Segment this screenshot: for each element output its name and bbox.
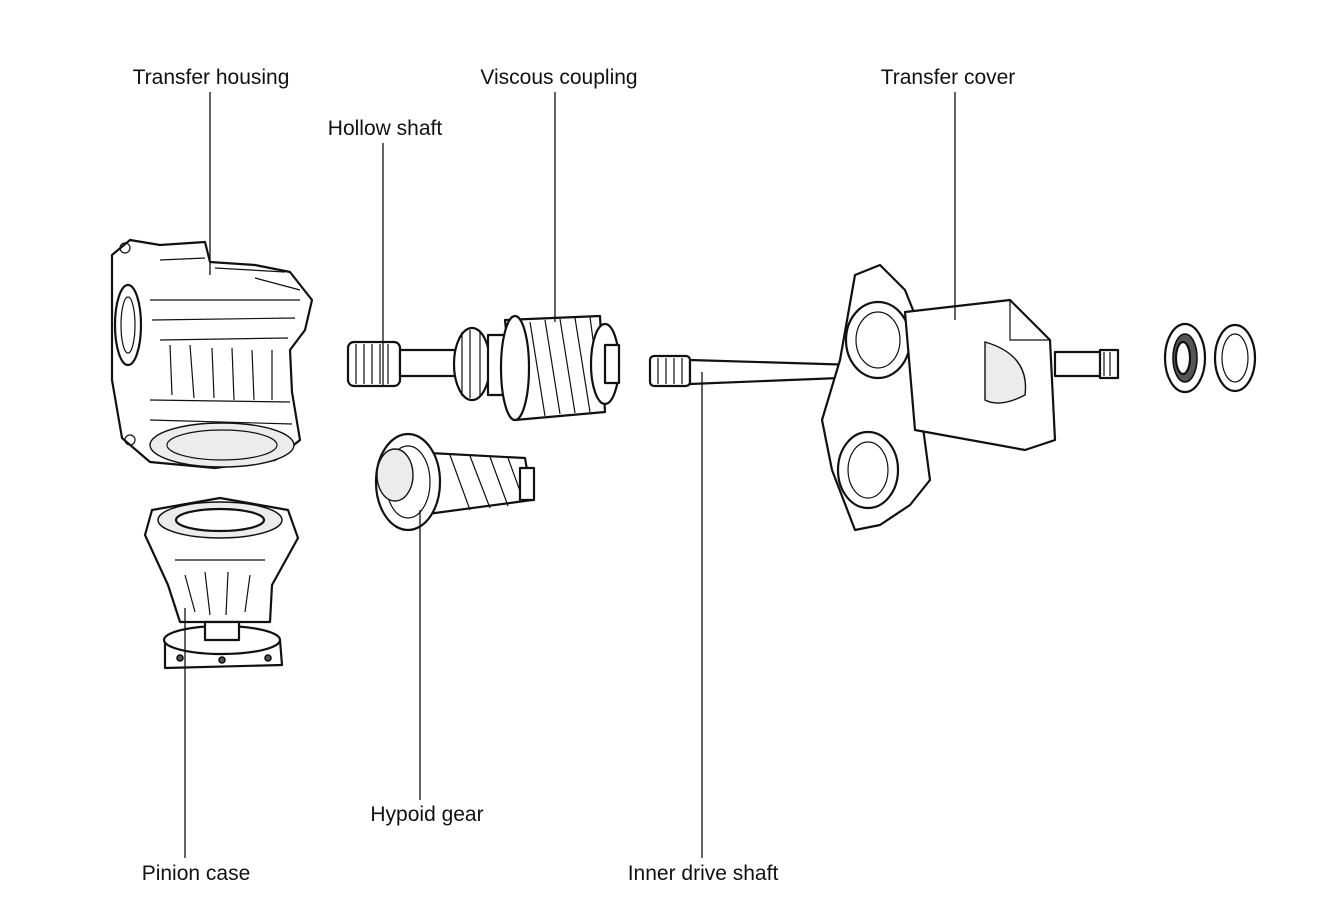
hypoid-gear-part bbox=[374, 432, 536, 532]
label-hypoid-gear: Hypoid gear bbox=[370, 803, 483, 826]
hollow-shaft-part bbox=[346, 326, 512, 402]
label-viscous-coupling: Viscous coupling bbox=[480, 66, 637, 89]
label-hollow-shaft: Hollow shaft bbox=[328, 117, 443, 140]
oil-seal-part bbox=[1213, 323, 1257, 393]
pinion-case-part bbox=[143, 496, 300, 670]
label-transfer-housing: Transfer housing bbox=[133, 66, 290, 89]
label-transfer-cover: Transfer cover bbox=[881, 66, 1016, 89]
label-pinion-case: Pinion case bbox=[142, 862, 251, 885]
transfer-cover-part bbox=[820, 263, 1120, 532]
label-inner-drive-shaft: Inner drive shaft bbox=[628, 862, 779, 885]
viscous-coupling-part bbox=[499, 314, 621, 422]
transfer-housing-part bbox=[110, 238, 314, 470]
bearing-part bbox=[1163, 322, 1207, 394]
